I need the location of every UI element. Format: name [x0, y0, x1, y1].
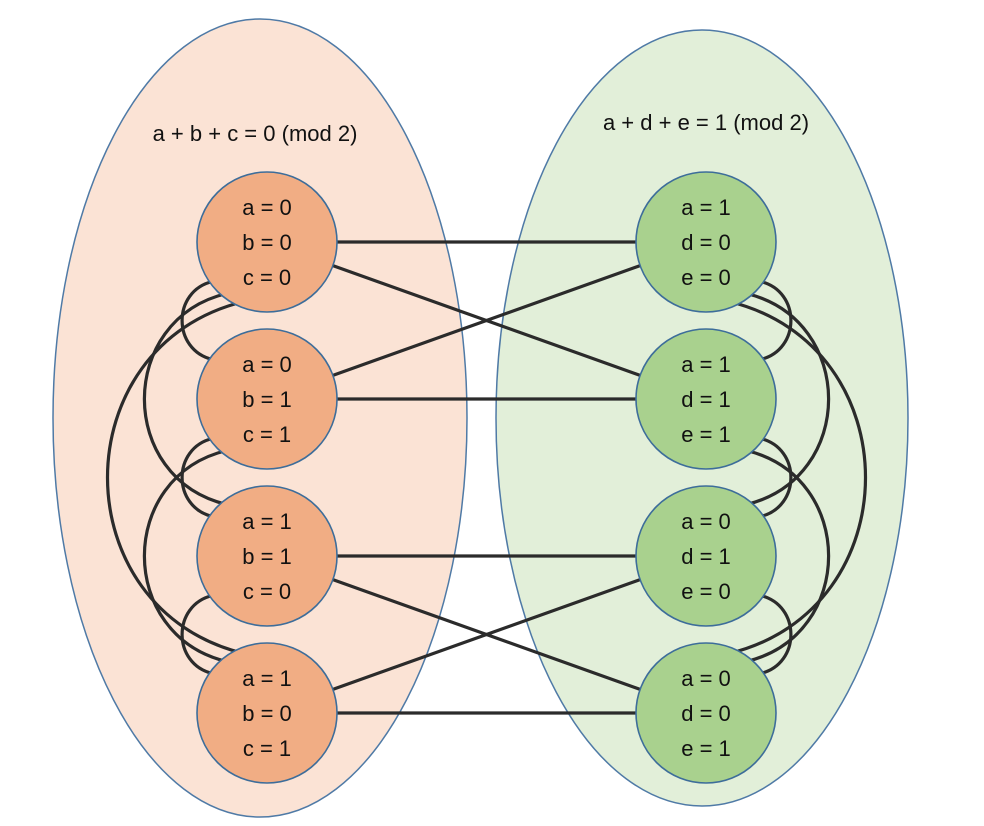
edge-R0-R2 — [744, 291, 831, 507]
node-assignment-text: e = 1 — [681, 422, 731, 447]
edge-L3-R2 — [331, 578, 642, 691]
node-assignment-text: c = 0 — [243, 265, 291, 290]
node-assignment-text: b = 0 — [242, 230, 292, 255]
edge-R1-R2 — [759, 436, 793, 519]
node-circle — [635, 328, 777, 470]
edge-L0-L2 — [142, 291, 229, 507]
node-L1: a = 0 b = 1 c = 1 — [196, 328, 338, 470]
node-assignment-text: a = 0 — [242, 195, 292, 220]
nodes: a = 0 b = 0 c = 0 a = 0 b = 1 c = 1 a = 1 b = 1… — [196, 171, 777, 784]
node-assignment-text: e = 0 — [681, 265, 731, 290]
edge-R0-R3 — [727, 299, 868, 656]
node-R0: a = 1 d = 0 e = 0 — [635, 171, 777, 313]
edges — [105, 240, 868, 715]
node-circle — [196, 485, 338, 627]
node-L2: a = 1 b = 1 c = 0 — [196, 485, 338, 627]
node-R2: a = 0 d = 1 e = 0 — [635, 485, 777, 627]
node-assignment-text: a = 1 — [242, 509, 292, 534]
node-L3: a = 1 b = 0 c = 1 — [196, 642, 338, 784]
edge-L1-L3 — [142, 448, 229, 664]
node-assignment-text: b = 1 — [242, 544, 292, 569]
node-circle — [196, 328, 338, 470]
node-assignment-text: a = 0 — [681, 666, 731, 691]
left-group-title: a + b + c = 0 (mod 2) — [153, 121, 358, 146]
node-assignment-text: a = 0 — [242, 352, 292, 377]
node-assignment-text: d = 1 — [681, 387, 731, 412]
node-assignment-text: a = 1 — [681, 352, 731, 377]
node-assignment-text: b = 1 — [242, 387, 292, 412]
node-assignment-text: a = 0 — [681, 509, 731, 534]
node-assignment-text: c = 1 — [243, 422, 291, 447]
right-group-title: a + d + e = 1 (mod 2) — [603, 110, 809, 135]
node-R3: a = 0 d = 0 e = 1 — [635, 642, 777, 784]
edge-L2-L3 — [180, 593, 214, 676]
node-circle — [196, 642, 338, 784]
node-circle — [635, 642, 777, 784]
node-circle — [635, 485, 777, 627]
edge-L0-L1 — [180, 279, 214, 362]
node-assignment-text: a = 1 — [242, 666, 292, 691]
node-assignment-text: a = 1 — [681, 195, 731, 220]
node-assignment-text: d = 0 — [681, 701, 731, 726]
node-assignment-text: d = 0 — [681, 230, 731, 255]
node-assignment-text: e = 0 — [681, 579, 731, 604]
edge-L1-R0 — [331, 264, 642, 377]
node-L0: a = 0 b = 0 c = 0 — [196, 171, 338, 313]
edge-R1-R3 — [744, 448, 831, 664]
node-circle — [635, 171, 777, 313]
edge-R0-R1 — [759, 279, 793, 362]
edge-L0-L3 — [105, 299, 246, 656]
node-assignment-text: b = 0 — [242, 701, 292, 726]
node-assignment-text: c = 1 — [243, 736, 291, 761]
node-circle — [196, 171, 338, 313]
node-assignment-text: d = 1 — [681, 544, 731, 569]
edge-R2-R3 — [759, 593, 793, 676]
node-assignment-text: c = 0 — [243, 579, 291, 604]
edge-L1-L2 — [180, 436, 214, 519]
node-assignment-text: e = 1 — [681, 736, 731, 761]
node-R1: a = 1 d = 1 e = 1 — [635, 328, 777, 470]
